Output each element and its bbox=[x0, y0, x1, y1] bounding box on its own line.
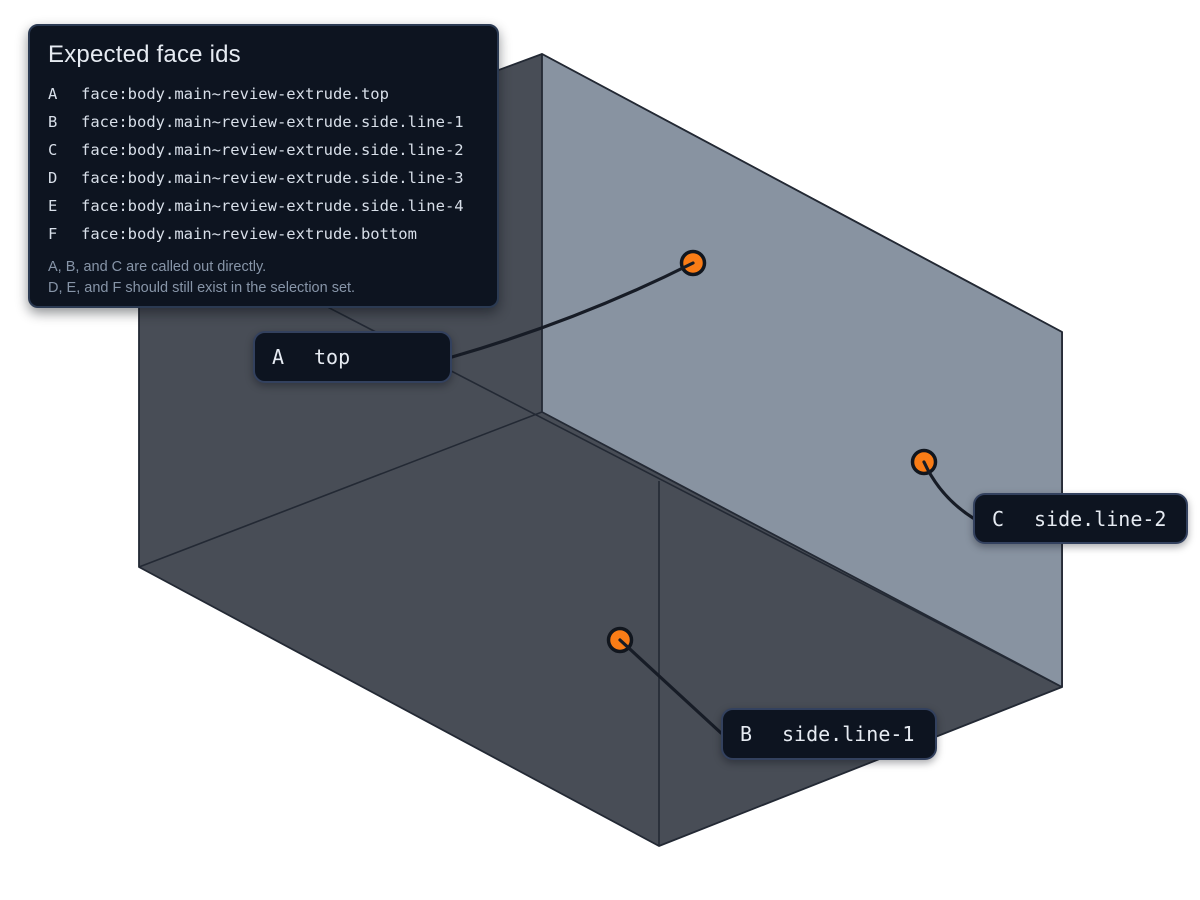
face-id-key: F bbox=[48, 225, 58, 243]
face-id-value: face:body.main~review-extrude.side.line-… bbox=[81, 113, 464, 131]
leader-a-line bbox=[450, 261, 695, 359]
panel-note-line: D, E, and F should still exist in the se… bbox=[48, 279, 356, 296]
panel-title: Expected face ids bbox=[48, 41, 241, 68]
face-id-row: A face:body.main~review-extrude.top bbox=[48, 80, 481, 108]
panel-note-line: A, B, and C are called out directly. bbox=[48, 259, 267, 275]
face-id-key: C bbox=[48, 141, 58, 159]
callout-a-key: A bbox=[272, 345, 285, 369]
face-id-key: A bbox=[48, 85, 58, 103]
callout-pill-c: C side.line-2 bbox=[973, 493, 1188, 544]
box-top-face[interactable] bbox=[541, 53, 1063, 688]
callout-b-key: B bbox=[740, 722, 753, 746]
callout-pill-b: B side.line-1 bbox=[721, 708, 937, 760]
face-id-value: face:body.main~review-extrude.side.line-… bbox=[81, 141, 464, 159]
face-id-key: B bbox=[48, 113, 58, 131]
callout-b-label: side.line-1 bbox=[782, 722, 915, 746]
face-id-value: face:body.main~review-extrude.bottom bbox=[81, 225, 417, 243]
callout-c-key: C bbox=[992, 506, 1005, 531]
callout-pill-a: A top bbox=[253, 331, 452, 383]
face-id-value: face:body.main~review-extrude.side.line-… bbox=[81, 197, 464, 215]
face-id-row: E face:body.main~review-extrude.side.lin… bbox=[48, 192, 481, 220]
expected-face-ids-panel: Expected face ids A face:body.main~revie… bbox=[28, 24, 499, 308]
leader-c-line bbox=[922, 460, 975, 520]
face-id-row: F face:body.main~review-extrude.bottom bbox=[48, 220, 481, 248]
face-id-row: D face:body.main~review-extrude.side.lin… bbox=[48, 164, 481, 192]
face-id-key: D bbox=[48, 169, 58, 187]
face-id-row: C face:body.main~review-extrude.side.lin… bbox=[48, 136, 481, 164]
callout-a-label: top bbox=[314, 345, 351, 369]
panel-notes: A, B, and C are called out directly. D, … bbox=[48, 257, 481, 298]
leader-b-line bbox=[618, 638, 723, 735]
box-edge-front-left bbox=[138, 411, 543, 568]
face-id-row: B face:body.main~review-extrude.side.lin… bbox=[48, 108, 481, 136]
callout-c-label: side.line-2 bbox=[1034, 506, 1167, 531]
face-id-list: A face:body.main~review-extrude.top B fa… bbox=[48, 80, 481, 248]
face-id-value: face:body.main~review-extrude.top bbox=[81, 85, 389, 103]
face-id-value: face:body.main~review-extrude.side.line-… bbox=[81, 169, 464, 187]
face-id-key: E bbox=[48, 197, 58, 215]
